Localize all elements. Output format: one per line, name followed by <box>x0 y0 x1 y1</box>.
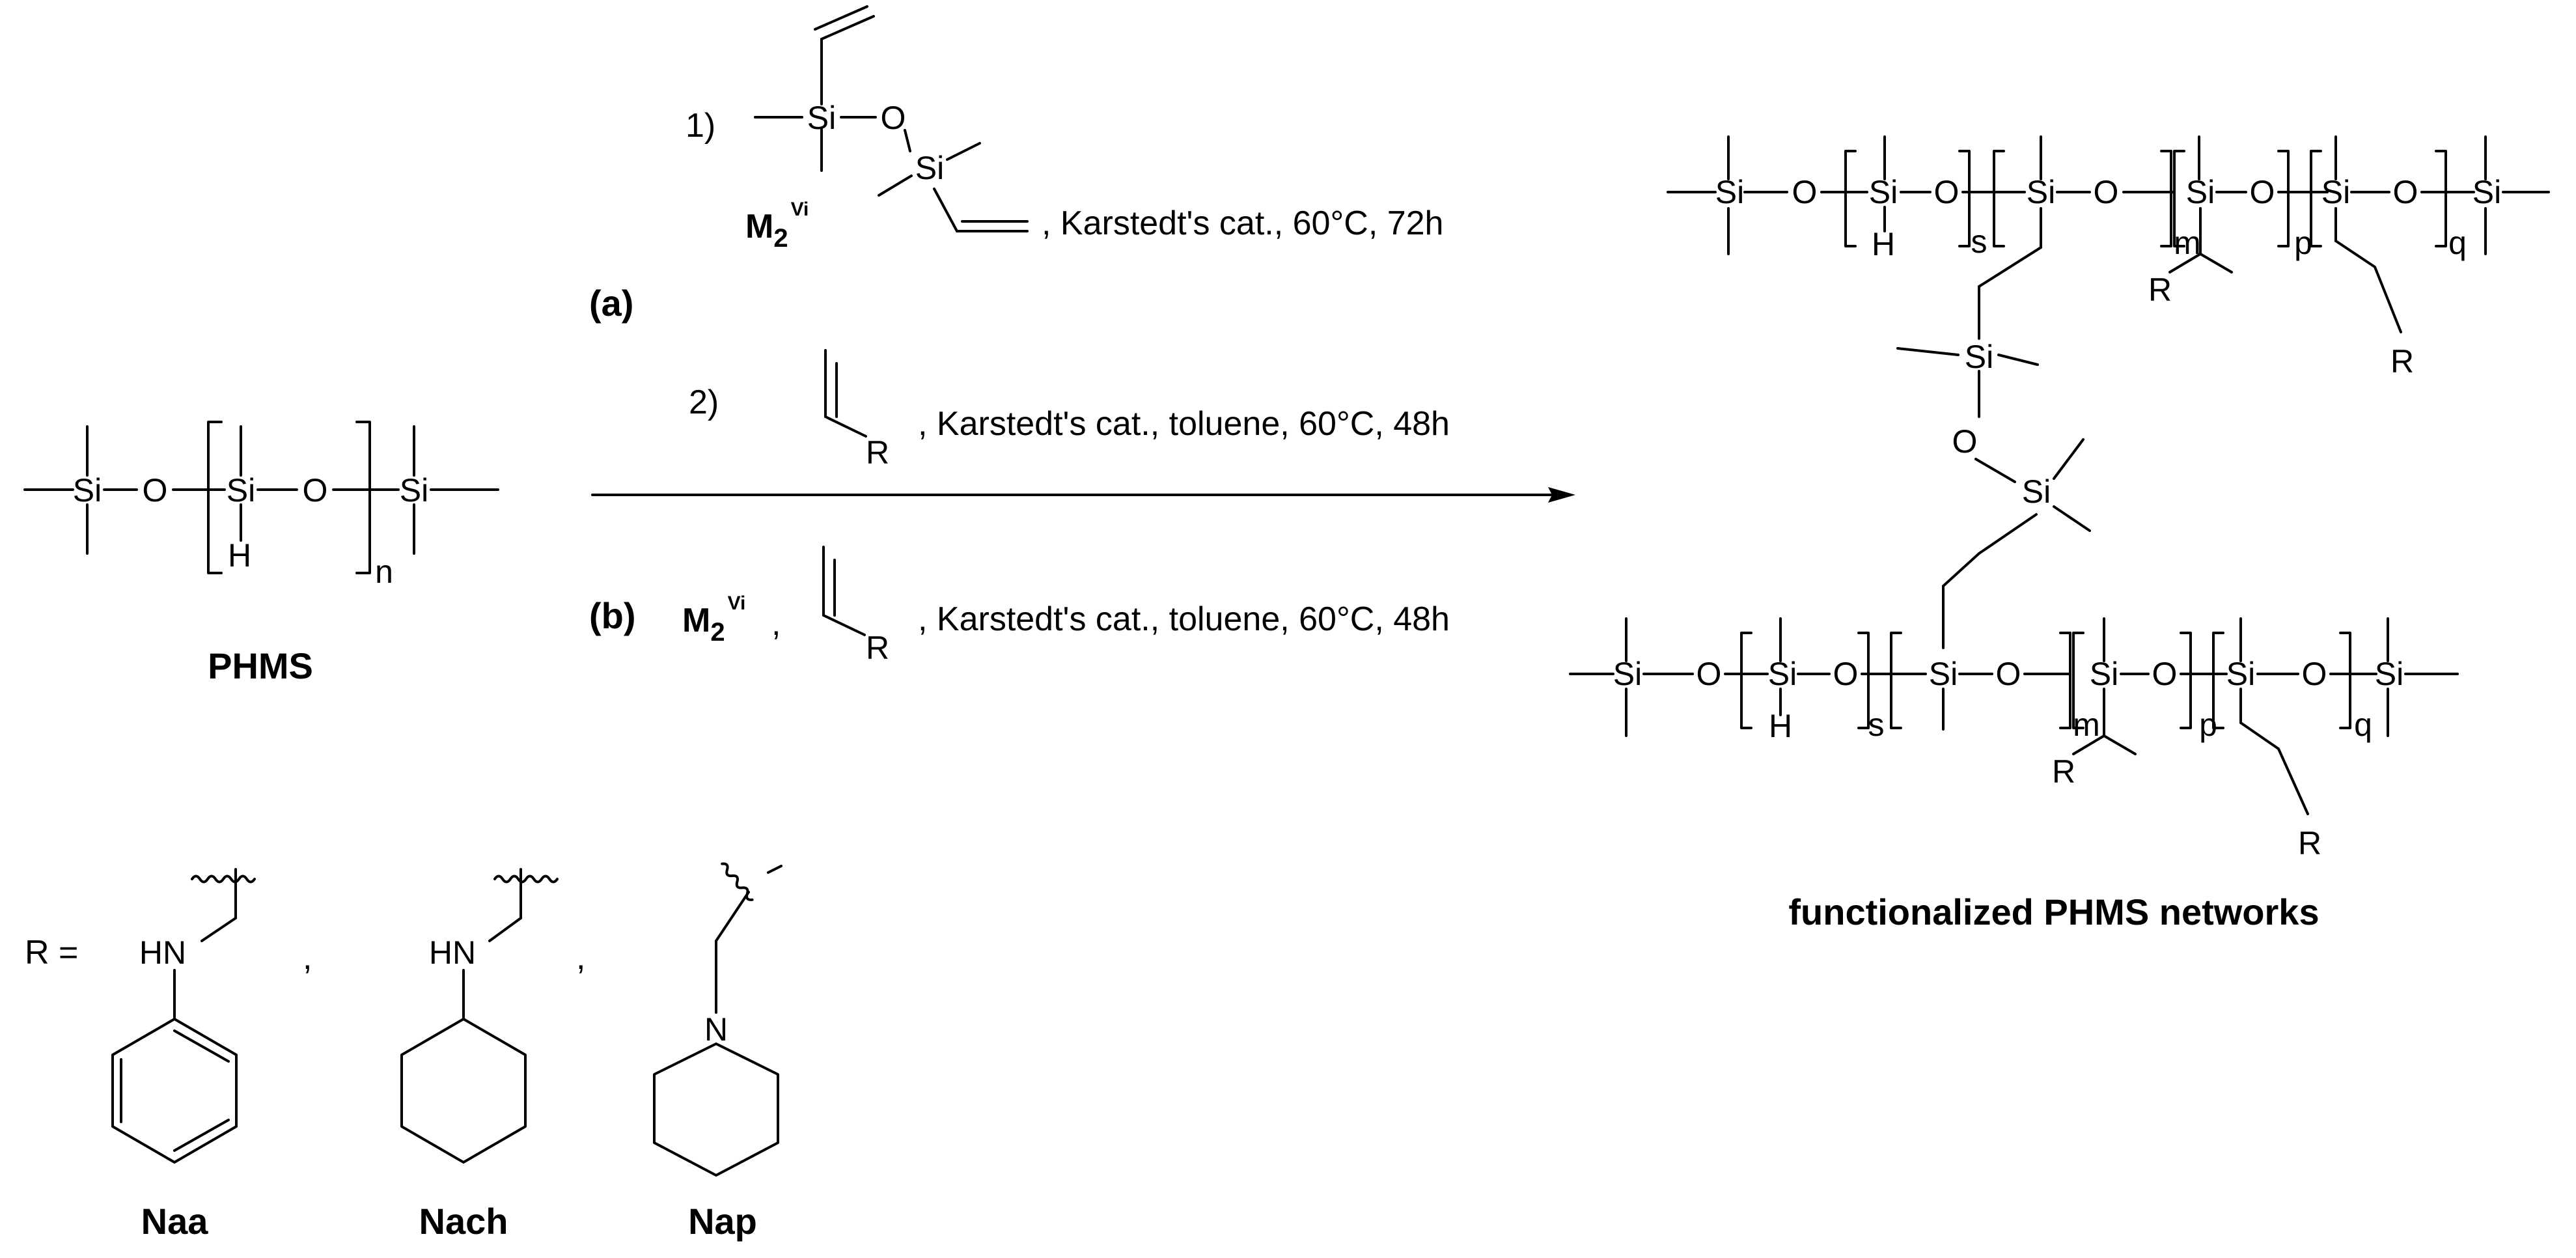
repeat-subscript-p: p <box>2294 225 2312 261</box>
product-chain-top: Si O Si H O s Si O m Si R O p <box>1667 135 2550 380</box>
hydrogen-atom: H <box>228 537 251 574</box>
silicon-atom: Si <box>915 150 944 186</box>
repeat-subscript-q: q <box>2354 706 2372 743</box>
step2-number: 2) <box>689 384 719 421</box>
step2-conditions: , Karstedt's cat., toluene, 60°C, 48h <box>918 405 1450 443</box>
step1-conditions: , Karstedt's cat., 60°C, 72h <box>1042 204 1443 242</box>
oxygen-atom: O <box>2250 174 2275 210</box>
m2vi-label-b: M2Vi <box>682 593 745 647</box>
oxygen-atom: O <box>1996 656 2021 692</box>
r-separator: , <box>576 939 585 977</box>
silicon-atom: Si <box>1613 656 1642 692</box>
silicon-atom: Si <box>227 472 255 509</box>
oxygen-atom: O <box>2393 174 2418 210</box>
step-b-conditions: , Karstedt's cat., toluene, 60°C, 48h <box>918 600 1450 638</box>
repeat-bracket-left <box>207 421 223 574</box>
oxygen-atom: O <box>2152 656 2178 692</box>
reagent-separator: , <box>771 605 781 643</box>
oxygen-atom: O <box>1697 656 1722 692</box>
silicon-atom: Si <box>1768 656 1797 692</box>
silicon-atom: Si <box>1929 656 1958 692</box>
nach-label: Nach <box>419 1201 508 1242</box>
nap-structure <box>653 862 782 1177</box>
product-label: functionalized PHMS networks <box>1788 891 2319 932</box>
repeat-subscript-m: m <box>2073 706 2100 743</box>
silicon-atom: Si <box>2186 174 2215 210</box>
silicon-atom: Si <box>2321 174 2350 210</box>
naa-hn-label: HN <box>139 934 186 971</box>
silicon-atom: Si <box>400 472 428 509</box>
nap-label: Nap <box>688 1201 757 1242</box>
r-separator: , <box>303 939 312 977</box>
step1-number: 1) <box>686 107 715 145</box>
r-prefix: R = <box>25 934 78 971</box>
vinyl-r-structure-b <box>822 546 866 636</box>
product-chain-bottom: Si O Si H O s Si O m Si R O p Si <box>1569 617 2459 861</box>
step-a-label: (a) <box>589 283 633 324</box>
naa-structure <box>111 868 256 1164</box>
naa-label: Naa <box>141 1201 209 1242</box>
crosslink-bridge: Si O Si <box>1896 246 2091 649</box>
oxygen-atom: O <box>2094 174 2119 210</box>
repeat-subscript-s: s <box>1868 706 1885 743</box>
oxygen-atom: O <box>1792 174 1818 210</box>
silicon-atom: Si <box>73 472 102 509</box>
arrow-head-icon <box>1548 487 1575 503</box>
r-group-label: R <box>2052 753 2075 790</box>
nach-hn-label: HN <box>429 934 476 971</box>
oxygen-atom: O <box>143 472 168 509</box>
repeat-subscript-q: q <box>2448 225 2467 261</box>
m2vi-label: M2Vi <box>745 199 809 253</box>
silicon-atom: Si <box>1965 339 1993 375</box>
step-b-label: (b) <box>589 595 636 636</box>
silicon-atom: Si <box>2027 174 2055 210</box>
silicon-atom: Si <box>1869 174 1898 210</box>
r-group-label: R <box>866 434 889 471</box>
hydrogen-atom: H <box>1769 708 1792 744</box>
vinyl-r-structure <box>824 349 867 438</box>
silicon-atom: Si <box>2226 656 2255 692</box>
oxygen-atom: O <box>1934 174 1960 210</box>
nach-structure <box>400 868 559 1164</box>
oxygen-atom: O <box>2302 656 2327 692</box>
phms-label: PHMS <box>208 645 313 686</box>
silicon-atom: Si <box>1715 174 1744 210</box>
r-group-label: R <box>2390 343 2414 380</box>
r-group-label: R <box>2298 825 2321 861</box>
repeat-bracket-right <box>355 421 371 574</box>
silicon-atom: Si <box>2090 656 2118 692</box>
silicon-atom: Si <box>2472 174 2501 210</box>
r-group-label: R <box>2148 272 2172 308</box>
repeat-subscript: n <box>375 553 393 590</box>
nap-n-label: N <box>704 1011 728 1048</box>
repeat-subscript-s: s <box>1971 223 1987 260</box>
hydrogen-atom: H <box>1872 226 1895 262</box>
phms-structure: Si O Si H O n Si <box>23 421 499 590</box>
m2vi-structure: Si O Si <box>754 5 1029 232</box>
oxygen-atom: O <box>1833 656 1859 692</box>
silicon-atom: Si <box>2022 473 2051 510</box>
silicon-atom: Si <box>2375 656 2403 692</box>
oxygen-atom: O <box>303 472 328 509</box>
oxygen-atom: O <box>881 100 906 136</box>
r-group-label: R <box>866 630 889 666</box>
oxygen-atom: O <box>1952 423 1978 460</box>
